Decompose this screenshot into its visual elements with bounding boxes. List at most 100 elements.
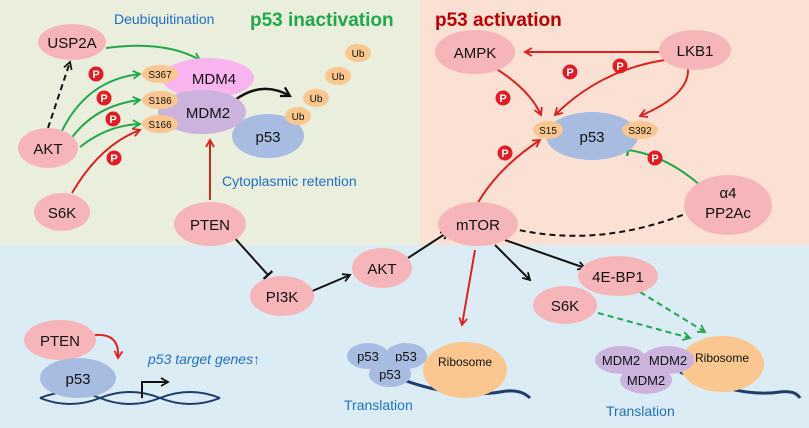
svg-text:P: P <box>100 93 107 105</box>
p53-bottom-node[interactable]: p53 <box>40 358 116 398</box>
pten-bottom-node[interactable]: PTEN <box>24 320 96 360</box>
akt-left-node[interactable]: AKT <box>18 128 78 168</box>
4ebp1-label: 4E-BP1 <box>592 269 644 286</box>
activation-title: p53 activation <box>435 10 562 31</box>
ub-4-label: Ub <box>352 49 365 60</box>
up-arrow-icon: ↑ <box>253 351 260 367</box>
svg-text:P: P <box>109 114 116 126</box>
ampk-node[interactable]: AMPK <box>435 30 515 74</box>
edge-mtor-4ebp1 <box>504 239 587 271</box>
deubiquitination-label: Deubiquitination <box>114 11 214 27</box>
svg-text:P: P <box>501 148 508 160</box>
ribosome-right-label: Ribosome <box>695 351 749 365</box>
svg-text:P: P <box>566 67 573 79</box>
p53-left-node[interactable]: p53 <box>232 114 304 158</box>
s186-label: S186 <box>148 96 172 107</box>
edge-akt-usp2a <box>47 60 73 129</box>
mdm2-c: MDM2 <box>620 366 672 394</box>
dna-strand-2 <box>39 391 221 405</box>
edge-pp2a-s392 <box>626 143 701 186</box>
s6k-right-node[interactable]: S6K <box>533 286 597 324</box>
phospho-badge: P <box>562 64 578 80</box>
transcription-arrow <box>141 377 170 398</box>
tl-p53-c: p53 <box>369 361 411 387</box>
s166-label: S166 <box>148 120 172 131</box>
edge-akt-s166 <box>79 119 142 148</box>
s186-site[interactable]: S186 <box>142 91 178 109</box>
tl-p53-a-label: p53 <box>357 349 379 364</box>
phospho-badge: P <box>495 90 511 106</box>
pi3k-node[interactable]: PI3K <box>250 276 314 316</box>
s6k-left-node[interactable]: S6K <box>34 193 90 231</box>
inactivation-title: p53 inactivation <box>250 10 394 31</box>
usp2a-label: USP2A <box>47 35 96 52</box>
s15-site[interactable]: S15 <box>533 121 563 139</box>
p53-bottom-label: p53 <box>65 371 90 388</box>
edge-ampk-s15 <box>494 67 543 117</box>
ribosome-right-node[interactable]: Ribosome <box>680 336 764 392</box>
edge-4ebp1-ribosome <box>639 291 707 333</box>
edge-mtor-s15 <box>474 138 542 209</box>
s392-label: S392 <box>628 126 652 137</box>
tl-p53-b-label: p53 <box>395 349 417 364</box>
mdm4-node[interactable]: MDM4 <box>162 58 254 98</box>
edge-usp2a-mdm4 <box>105 44 202 61</box>
pi3k-label: PI3K <box>266 289 299 306</box>
edge-lkb1-s15 <box>553 59 666 117</box>
s15-label: S15 <box>539 126 557 137</box>
tl-p53-c-label: p53 <box>379 367 401 382</box>
phospho-badge: P <box>647 150 663 166</box>
lkb1-node[interactable]: LKB1 <box>659 30 731 70</box>
phospho-badge: P <box>497 145 513 161</box>
mtor-node[interactable]: mTOR <box>438 202 518 246</box>
lkb1-label: LKB1 <box>677 43 714 60</box>
pp2ac-label: PP2Ac <box>705 205 751 222</box>
mdm2-node[interactable]: MDM2 <box>158 90 246 134</box>
ribosome-left-node[interactable]: Ribosome <box>423 342 507 398</box>
s392-site[interactable]: S392 <box>622 121 658 139</box>
phospho-badge: P <box>105 111 121 127</box>
translation-right-label: Translation <box>606 403 675 419</box>
edge-s6k-ribosome <box>597 312 692 341</box>
mdm2-c-label: MDM2 <box>627 373 665 388</box>
ub-3: Ub <box>325 67 351 85</box>
mdm2-a-label: MDM2 <box>602 353 640 368</box>
target-genes-label: p53 target genes↑ <box>147 351 260 367</box>
edge-mtor-pp2a <box>509 208 697 237</box>
ub-3-label: Ub <box>332 72 345 83</box>
s6k-right-label: S6K <box>551 298 579 315</box>
mdm2-b-label: MDM2 <box>649 353 687 368</box>
pp2a-node[interactable]: α4 PP2Ac <box>684 175 772 235</box>
mdm2-a: MDM2 <box>595 346 647 374</box>
phospho-badge: P <box>106 150 122 166</box>
edge-mtor-s6k <box>494 244 532 282</box>
4ebp1-node[interactable]: 4E-BP1 <box>578 256 658 296</box>
p53-right-node[interactable]: p53 <box>546 112 638 160</box>
svg-text:P: P <box>110 153 117 165</box>
edge-pi3k-akt <box>309 273 352 293</box>
s6k-left-label: S6K <box>48 205 76 222</box>
s367-site[interactable]: S367 <box>142 65 178 83</box>
ub-4: Ub <box>345 44 371 62</box>
usp2a-node[interactable]: USP2A <box>38 24 106 60</box>
svg-text:P: P <box>616 61 623 73</box>
p53-right-label: p53 <box>579 129 604 146</box>
pten-mid-node[interactable]: PTEN <box>174 202 246 246</box>
s166-site[interactable]: S166 <box>142 115 178 133</box>
mrna-left <box>387 372 532 400</box>
ub-2-label: Ub <box>310 94 323 105</box>
alpha4-label: α4 <box>719 185 736 202</box>
ampk-label: AMPK <box>454 45 497 62</box>
akt-mid-node[interactable]: AKT <box>352 248 412 288</box>
p53-left-label: p53 <box>255 129 280 146</box>
mdm4-label: MDM4 <box>192 71 236 88</box>
pten-bottom-label: PTEN <box>40 333 80 350</box>
cytoplasmic-retention-label: Cytoplasmic retention <box>222 173 357 189</box>
edge-akt-mtor <box>407 231 450 259</box>
edge-s6k-s166 <box>71 127 142 194</box>
ub-1-label: Ub <box>292 112 305 123</box>
ub-1: Ub <box>285 107 311 125</box>
phospho-badge: P <box>612 58 628 74</box>
edge-mdm2-ub <box>234 86 292 102</box>
edge-mtor-ribosome <box>458 249 476 327</box>
